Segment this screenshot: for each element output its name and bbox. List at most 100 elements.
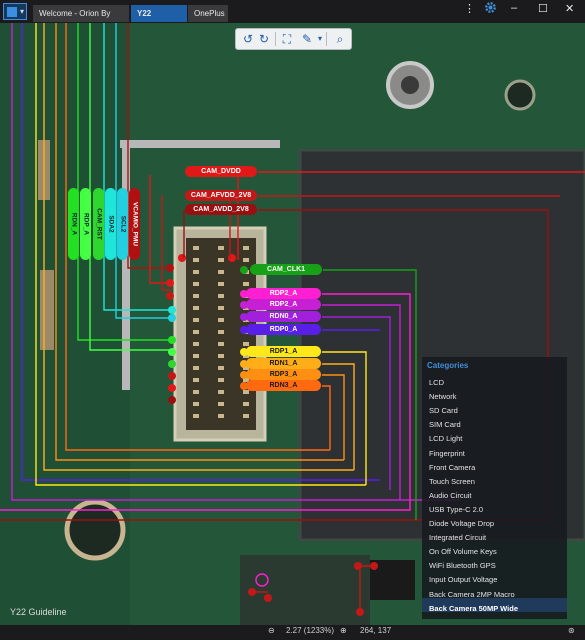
net-label[interactable]: RDP2_A [246,288,321,299]
net-label[interactable]: RDN3_A [246,380,321,391]
category-item[interactable]: Audio Circuit [429,490,472,500]
connector-pin [218,354,224,358]
connector-pin [218,378,224,382]
test-point[interactable] [168,360,176,368]
connector-pin [193,294,199,298]
maximize-button[interactable]: ☐ [538,3,548,15]
connector-pin [193,390,199,394]
category-item[interactable]: LCD Light [429,434,463,444]
test-point[interactable] [168,384,176,392]
net-label[interactable]: RDN1_A [246,358,321,369]
connector-pin [243,354,249,358]
test-point[interactable] [240,266,248,274]
connector-pin [243,282,249,286]
fit-screen-icon[interactable]: ⛶ [282,32,292,46]
connector-pin [218,246,224,250]
tab-oneplus-8[interactable]: OnePlus 8 [188,5,228,35]
close-button[interactable]: ✕ [565,3,575,15]
tab-y22-guideline[interactable]: Y22 Guideline [131,5,187,35]
category-item[interactable]: LCD [429,378,445,387]
net-label[interactable]: RDP2_A [246,299,321,310]
connector-pin [193,246,199,250]
status-bar: ⊖ 2.27 (1233%) ⊕ 264, 137 ⊛ [0,625,585,640]
vertical-net-label[interactable]: CAM_RST [93,188,104,260]
connector-pin [243,402,249,406]
connector-pin [243,366,249,370]
net-label[interactable]: RDN0_A [246,311,321,322]
category-item[interactable]: Input Output Voltage [429,575,498,585]
connector-pin [243,378,249,382]
net-label[interactable]: RDP0_A [246,324,321,335]
zoom-readout: 2.27 (1233%) [286,626,335,635]
category-item[interactable]: Diode Voltage Drop [429,519,495,528]
connector-pin [243,414,249,418]
rotate-left-icon[interactable]: ↺ [242,32,254,46]
connector-pin [218,282,224,286]
category-item[interactable]: SD Card [429,406,458,416]
category-item[interactable]: Front Camera [429,462,476,472]
category-item[interactable]: USB Type-C 2.0 [429,504,484,514]
rotate-right-icon[interactable]: ↻ [258,32,270,46]
category-item[interactable]: SIM Card [429,420,461,430]
vertical-net-text: CAM_RST [95,208,102,240]
connector-pin [218,330,224,334]
vertical-net-text: RDN_A [70,212,77,236]
net-label[interactable]: CAM_AFVDD_2V8 [185,190,257,201]
app-menu-button[interactable]: ▾ [3,3,27,20]
vertical-net-label[interactable]: VCAMIO_PMU [129,188,140,260]
test-point[interactable] [168,372,176,380]
connector-pin [193,366,199,370]
category-item[interactable]: On Off Volume Keys [429,547,497,557]
category-item[interactable]: Fingerprint [429,448,465,458]
toolbar-divider [326,32,327,46]
category-item[interactable]: Back Camera 50MP Wide [429,603,519,613]
connector-pin [243,390,249,394]
connector-pin [193,414,199,418]
settings-gear-icon[interactable] [484,1,497,17]
category-item[interactable]: Integrated Circuit [429,533,487,543]
zoom-in-icon[interactable]: ⊕ [340,626,347,635]
vertical-net-label[interactable]: RDN_A [68,188,79,260]
chevron-down-icon[interactable]: ▾ [317,34,322,43]
vertical-net-label[interactable]: RDP_A [80,188,91,260]
vertical-net-text: VCAMIO_PMU [131,201,138,247]
guide-name-label: Y22 Guideline [10,607,67,617]
test-point[interactable] [168,396,176,404]
test-point[interactable] [168,348,176,356]
category-item[interactable]: Touch Screen [429,476,475,486]
net-label[interactable]: RDP1_A [246,346,321,357]
connector-pin [218,258,224,262]
connector-pin [243,246,249,250]
net-label[interactable]: RDP3_A [246,369,321,380]
zoom-out-icon[interactable]: ⊖ [268,626,275,635]
vertical-net-text: RDP_A [82,212,89,236]
net-label[interactable]: CAM_AVDD_2V8 [185,204,257,215]
coordinate-readout: 264, 137 [360,626,392,635]
minimize-button[interactable]: – [511,2,518,14]
vertical-net-label[interactable]: SDA2 [105,188,116,260]
net-label[interactable]: CAM_DVDD [185,166,257,177]
test-point[interactable] [228,254,236,262]
connector-pin [218,318,224,322]
test-point[interactable] [166,292,174,300]
more-options-button[interactable]: ⋮ [464,3,475,15]
connector-pin [193,270,199,274]
connector-pin [218,342,224,346]
connector-pin [218,402,224,406]
test-point[interactable] [178,254,186,262]
brush-icon[interactable]: ✎ [301,32,313,46]
connector-pin [218,294,224,298]
category-item[interactable]: Network [429,392,457,402]
globe-icon[interactable]: ⊛ [568,626,575,635]
tab-welcome[interactable]: Welcome - Orion By ESTECH [33,5,129,35]
connector-pin [193,342,199,346]
category-item[interactable]: WiFi Bluetooth GPS [429,561,496,571]
vertical-net-label[interactable]: SCL2 [117,188,128,260]
view-toolbar: ↺ ↻ ⛶ ✎ ▾ ⌕ [235,28,352,50]
search-icon[interactable]: ⌕ [336,32,344,46]
connector-pin [218,270,224,274]
connector-pin [243,342,249,346]
net-label[interactable]: CAM_CLK1 [250,264,322,275]
category-item[interactable]: Back Camera 2MP Macro [429,589,515,599]
